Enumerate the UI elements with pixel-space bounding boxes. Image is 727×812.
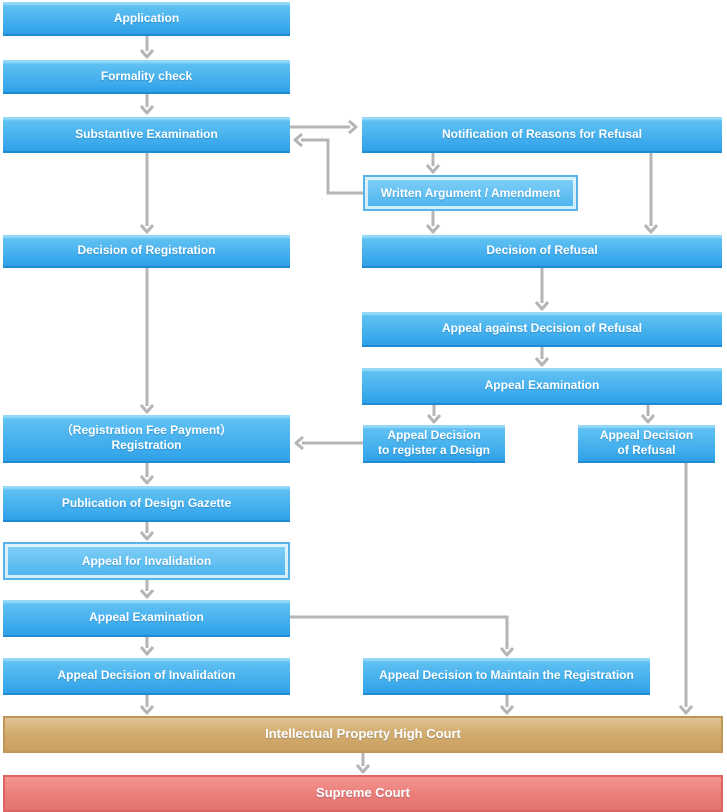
node-appeal-for-invalidation: Appeal for Invalidation — [3, 542, 290, 580]
node-publication-of-design-gazette: Publication of Design Gazette — [3, 486, 290, 522]
edge-writtenargument-substantive — [293, 132, 363, 195]
edge-appealexamleft-maintain — [290, 615, 515, 657]
node-appeal-decision-of-invalidation: Appeal Decision of Invalidation — [3, 658, 290, 695]
node-appeal-decision-to-register-a-design: Appeal Decision to register a Design — [363, 425, 505, 463]
node-formality-check: Formality check — [3, 60, 290, 94]
node-notification-of-reasons-for-refusal: Notification of Reasons for Refusal — [362, 117, 722, 153]
node-intellectual-property-high-court: Intellectual Property High Court — [3, 716, 723, 753]
node-appeal-examination-left: Appeal Examination — [3, 600, 290, 637]
node-application: Application — [3, 2, 290, 36]
node-appeal-decision-of-refusal: Appeal Decision of Refusal — [578, 425, 715, 463]
node-written-argument-amendment: Written Argument / Amendment — [363, 175, 578, 211]
node-decision-of-refusal: Decision of Refusal — [362, 235, 722, 268]
node-substantive-examination: Substantive Examination — [3, 117, 290, 153]
node-appeal-decision-to-maintain-registration: Appeal Decision to Maintain the Registra… — [363, 658, 650, 695]
node-appeal-examination-right: Appeal Examination — [362, 368, 722, 405]
node-decision-of-registration: Decision of Registration — [3, 235, 290, 268]
node-supreme-court: Supreme Court — [3, 775, 723, 812]
node-registration-fee-payment: （Registration Fee Payment） Registration — [3, 415, 290, 463]
node-appeal-against-decision-of-refusal: Appeal against Decision of Refusal — [362, 312, 722, 347]
